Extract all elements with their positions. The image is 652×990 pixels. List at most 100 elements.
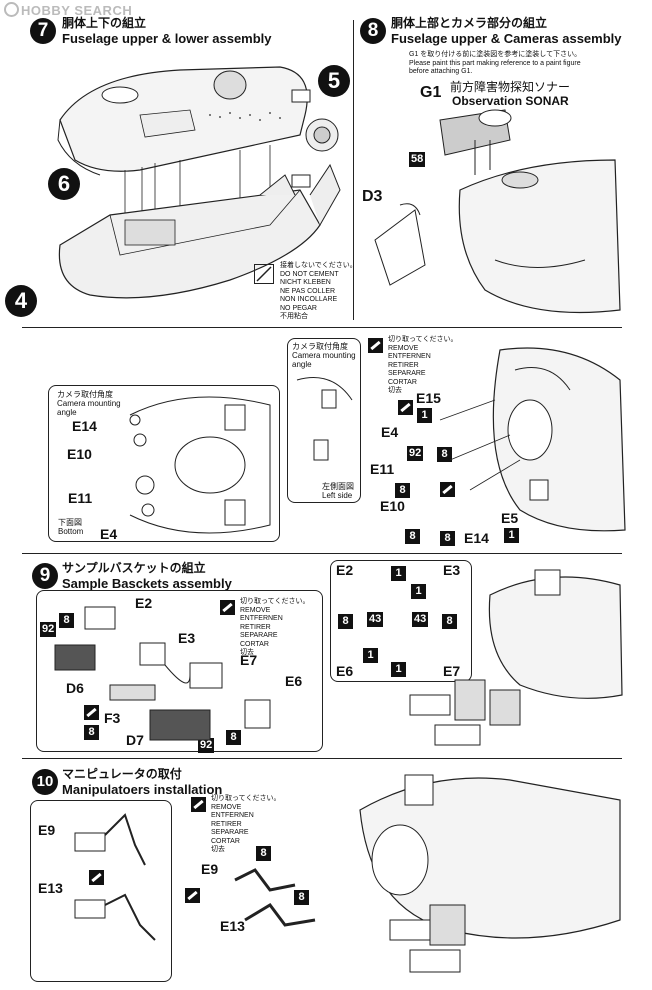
bottom-part-e10: E10 xyxy=(67,446,92,462)
bottom-part-e11: E11 xyxy=(68,490,93,506)
inset-manip-e13: E13 xyxy=(38,880,63,896)
subassembly-6: 6 xyxy=(48,168,80,200)
manip-color-8-b: 8 xyxy=(294,890,309,905)
color-8-a: 8 xyxy=(437,447,452,462)
subassembly-4: 4 xyxy=(5,285,37,317)
inset-color-1-c: 1 xyxy=(363,648,378,663)
basket-color-8-b: 8 xyxy=(84,725,99,740)
hull-front-drawing xyxy=(439,347,626,532)
inset-color-1-d: 1 xyxy=(391,662,406,677)
color-8-e11: 8 xyxy=(395,483,410,498)
inset-part-e2: E2 xyxy=(336,562,354,578)
camera-bottom-view xyxy=(48,385,280,542)
basket-part-e2: E2 xyxy=(135,595,153,611)
manip-color-8-a: 8 xyxy=(256,846,271,861)
bottom-view-drawing xyxy=(129,396,271,534)
inset-color-43-a: 43 xyxy=(367,612,384,627)
step-9-title-jp: サンプルバスケットの組立 xyxy=(62,561,206,575)
camera-housing-drawing xyxy=(374,109,621,314)
inset-color-8-a: 8 xyxy=(338,614,353,629)
part-e4: E4 xyxy=(381,424,399,440)
step-7-title-jp: 胴体上下の組立 xyxy=(62,16,147,30)
basket-paint-icon xyxy=(84,705,99,720)
basket-part-e3: E3 xyxy=(178,630,196,646)
paint-icon-e5 xyxy=(440,482,455,497)
left-view-drawing xyxy=(296,377,353,461)
paint-note: G1 を取り付ける前に塗装図を参考に塗装して下さい。Please paint t… xyxy=(409,51,582,75)
color-92-e4: 92 xyxy=(407,446,424,461)
step-10-number: 10 xyxy=(32,769,58,795)
manipulator-inset-drawing xyxy=(74,813,156,941)
sonar-label-jp: 前方障害物探知ソナー xyxy=(450,80,571,94)
manipulator-parts-drawing xyxy=(234,868,316,927)
step-10-title-jp: マニピュレータの取付 xyxy=(62,767,182,781)
step-8-title-en: Fuselage upper & Cameras assembly xyxy=(391,31,622,46)
color-8-e14: 8 xyxy=(440,531,455,546)
basket-color-8-a: 8 xyxy=(59,613,74,628)
inset-color-1-b: 1 xyxy=(411,584,426,599)
inset-color-1-a: 1 xyxy=(391,566,406,581)
subassembly-5: 5 xyxy=(318,65,350,97)
divider-middle xyxy=(22,553,622,554)
bottom-part-e14: E14 xyxy=(72,418,97,434)
basket-part-d6: D6 xyxy=(66,680,84,696)
step-9-number: 9 xyxy=(32,563,58,589)
inset-manip-e9: E9 xyxy=(38,822,56,838)
remove-icon-3 xyxy=(191,797,206,812)
divider-lower xyxy=(22,758,622,759)
divider-top xyxy=(22,327,622,328)
part-e10: E10 xyxy=(380,498,405,514)
basket-part-e7: E7 xyxy=(240,652,258,668)
paint-icon-e15 xyxy=(398,400,413,415)
part-d3: D3 xyxy=(362,188,383,205)
sonar-label-en: Observation SONAR xyxy=(452,94,569,108)
part-e15: E15 xyxy=(416,390,441,406)
basket-detail-inset xyxy=(330,560,472,682)
color-8-e10: 8 xyxy=(405,529,420,544)
inset-color-43-b: 43 xyxy=(412,612,429,627)
inset-part-e6: E6 xyxy=(336,663,354,679)
manipulator-inset xyxy=(30,800,172,982)
color-1-e5: 1 xyxy=(504,528,519,543)
manipulator-hull-drawing xyxy=(359,774,621,973)
basket-part-e6: E6 xyxy=(285,673,303,689)
step-8-number: 8 xyxy=(360,18,386,44)
basket-color-8-c: 8 xyxy=(226,730,241,745)
inset-part-e7: E7 xyxy=(443,663,461,679)
basket-color-92-b: 92 xyxy=(198,738,215,753)
part-g1: G1 xyxy=(420,84,442,101)
step-8-title-jp: 胴体上部とカメラ部分の組立 xyxy=(391,16,548,30)
color-1-e15: 1 xyxy=(417,408,432,423)
basket-drawing xyxy=(54,606,271,741)
remove-icon-1 xyxy=(368,338,383,353)
part-e5: E5 xyxy=(501,510,519,526)
manip-paint-icon-right xyxy=(185,888,200,903)
basket-inset xyxy=(36,590,323,752)
fuselage-drawing xyxy=(57,66,341,299)
step-9-title-en: Sample Basckets assembly xyxy=(62,576,232,591)
manip-paint-icon-left xyxy=(89,870,104,885)
color-58: 58 xyxy=(409,152,426,167)
watermark: HOBBY SEARCH xyxy=(4,2,132,18)
basket-part-f3: F3 xyxy=(104,710,121,726)
no-cement-icon xyxy=(254,264,274,284)
part-e11: E11 xyxy=(370,461,395,477)
manip-part-e13: E13 xyxy=(220,918,245,934)
basket-hull-drawing xyxy=(409,569,623,746)
step-7-title-en: Fuselage upper & lower assembly xyxy=(62,31,272,46)
basket-part-d7: D7 xyxy=(126,732,144,748)
inset-part-e3: E3 xyxy=(443,562,461,578)
basket-color-92-a: 92 xyxy=(40,622,57,637)
bottom-part-e4: E4 xyxy=(100,526,118,542)
step-10-title-en: Manipulatoers installation xyxy=(62,782,223,797)
camera-left-view xyxy=(287,338,361,503)
part-e14: E14 xyxy=(464,530,489,546)
